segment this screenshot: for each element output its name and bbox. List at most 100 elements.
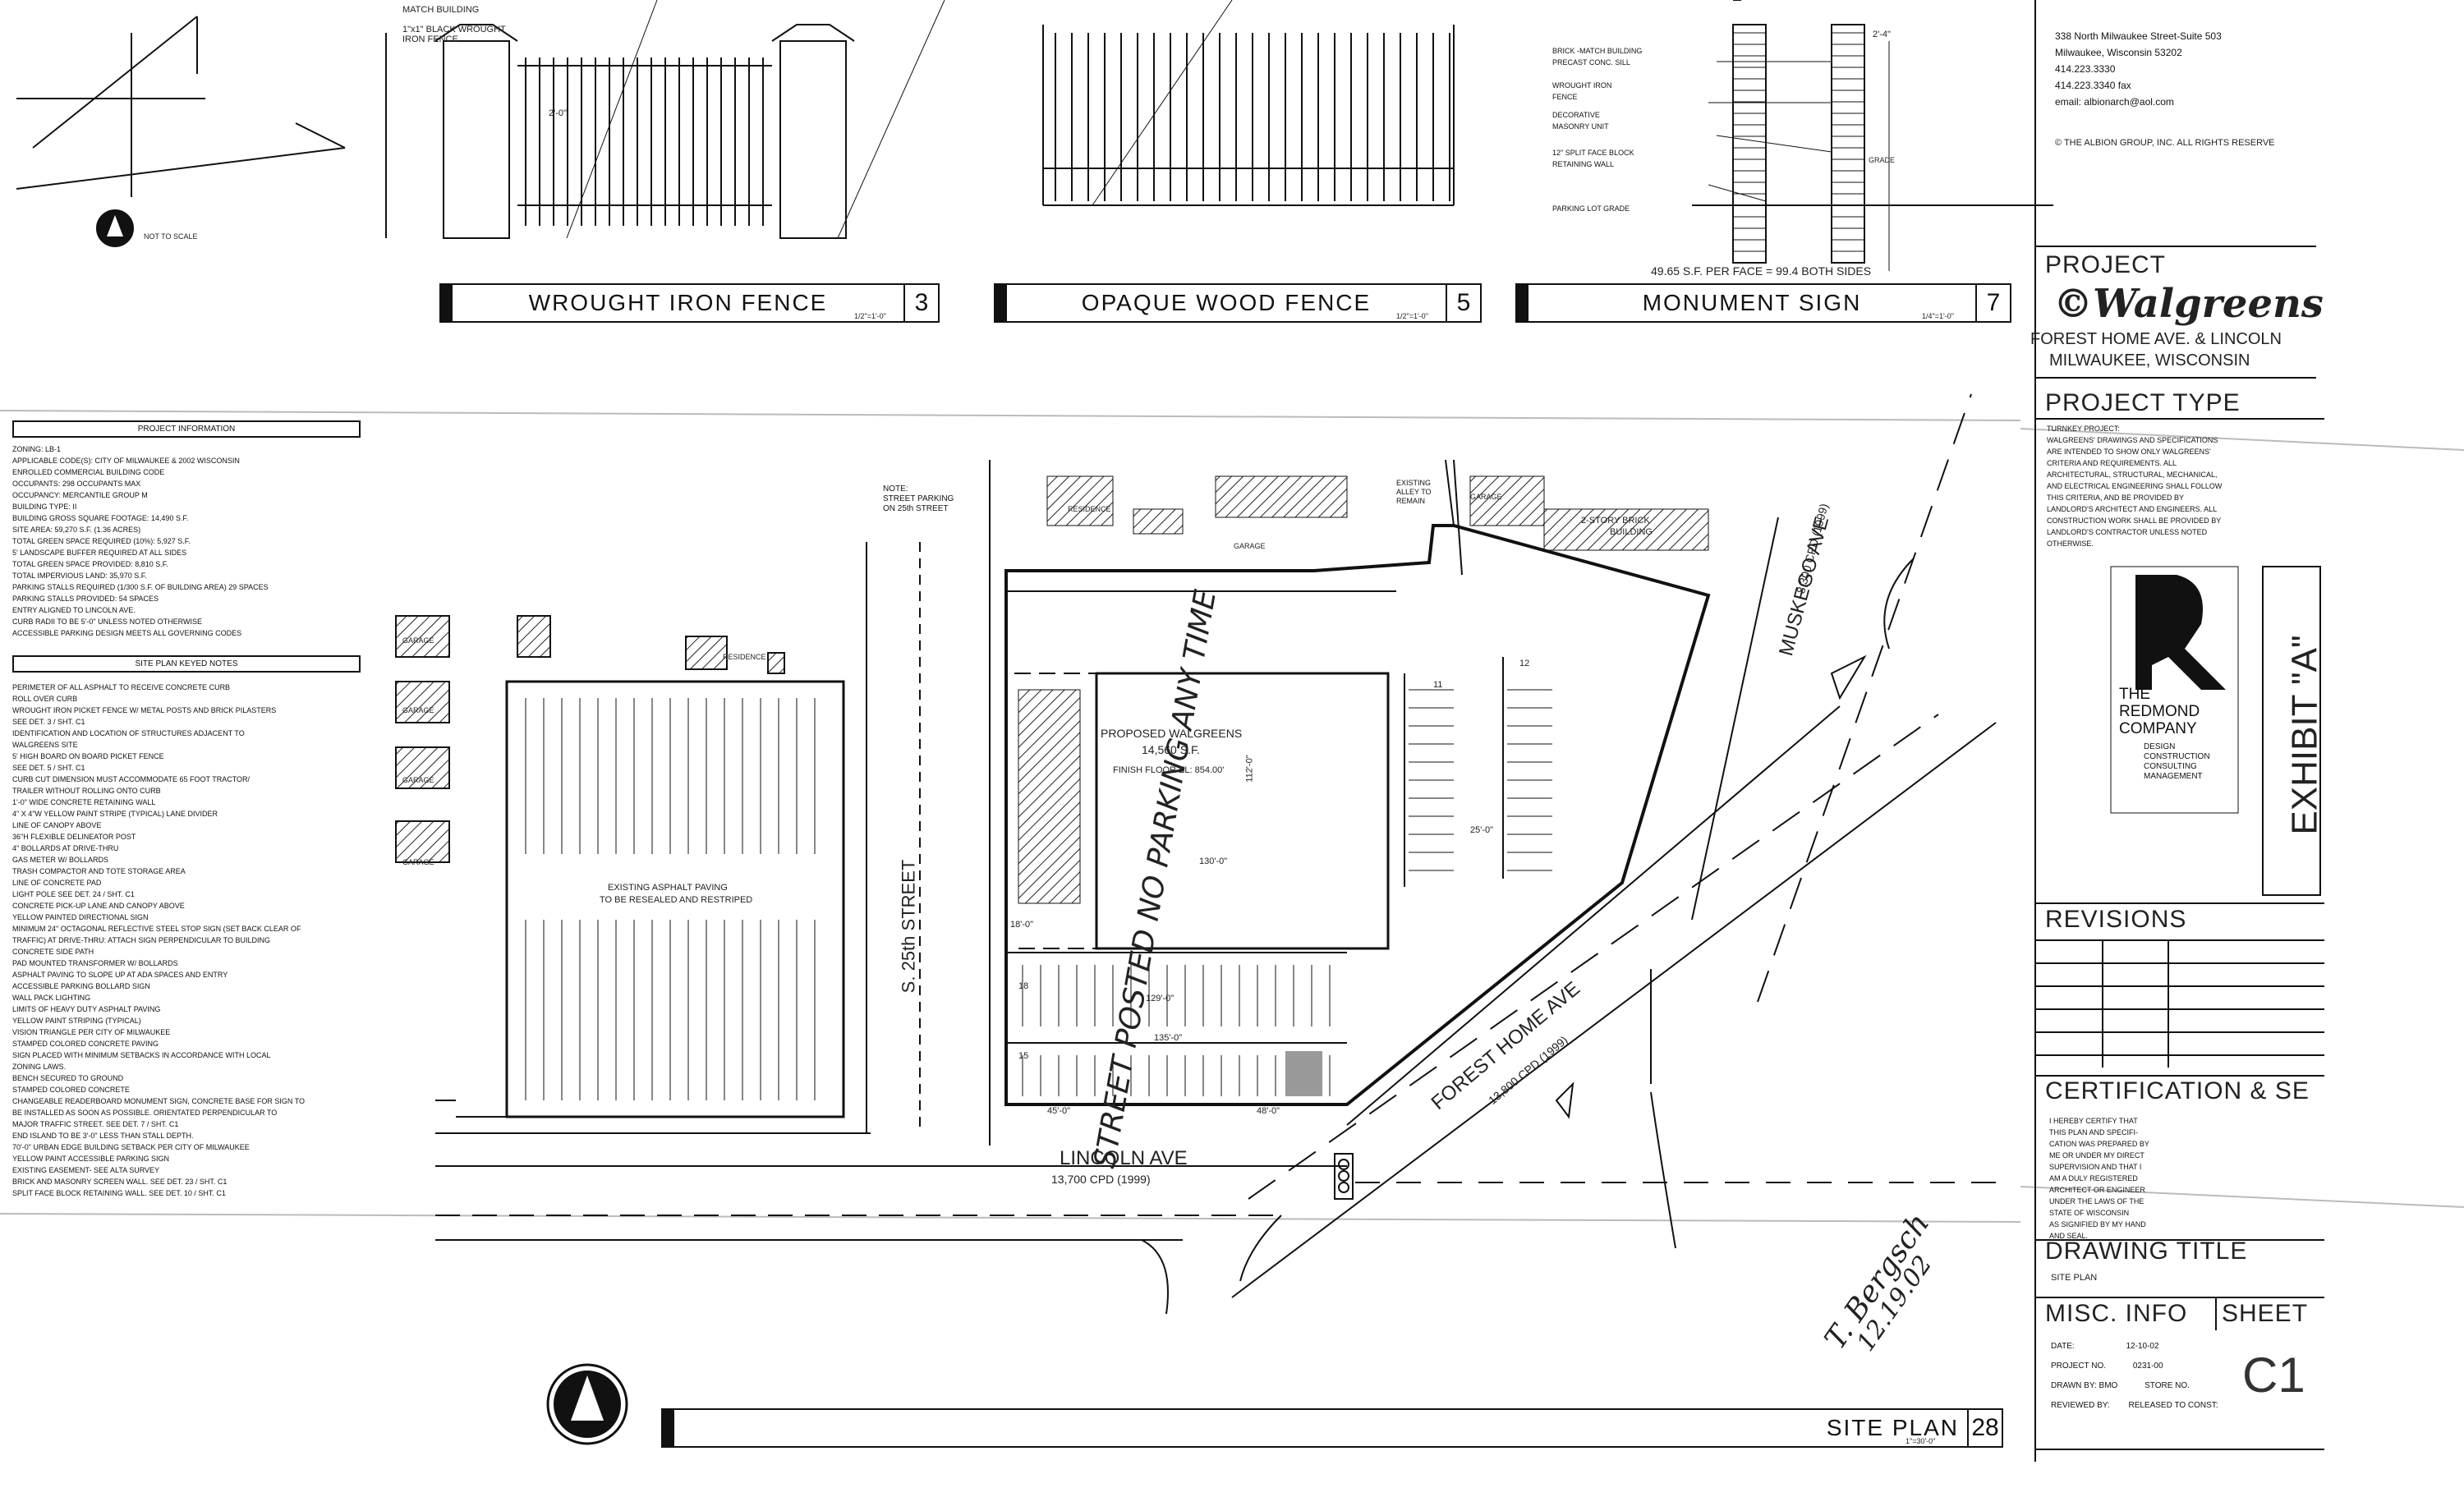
- garage-label-3: GARAGE: [402, 636, 434, 645]
- strip-bar: [1517, 285, 1529, 321]
- note-line: 4" BOLLARDS AT DRIVE-THRU: [12, 844, 119, 852]
- walgreens-logo: ©Walgreens: [2053, 281, 2324, 327]
- exhibit-label: EXHIBIT "A": [2284, 635, 2325, 835]
- sheet-label: SHEET: [2222, 1300, 2309, 1327]
- note-line: STAMPED COLORED CONCRETE: [12, 1086, 130, 1094]
- note-line: BRICK AND MASONRY SCREEN WALL. SEE DET. …: [12, 1178, 228, 1186]
- note-line: LIGHT POLE SEE DET. 24 / SHT. C1: [12, 890, 135, 898]
- note-line: BE INSTALLED AS SOON AS POSSIBLE. ORIENT…: [12, 1109, 278, 1117]
- monument-note: PARKING LOT GRADE: [1552, 204, 1630, 213]
- project-label: PROJECT: [2045, 251, 2167, 278]
- garage-label-4: GARAGE: [402, 706, 434, 714]
- certification-text: I HEREBY CERTIFY THAT THIS PLAN AND SPEC…: [2049, 1115, 2149, 1242]
- note-line: SIGN PLACED WITH MINIMUM SETBACKS IN ACC…: [12, 1051, 271, 1059]
- project-type-line: ARE INTENDED TO SHOW ONLY WALGREENS': [2047, 448, 2211, 456]
- project-type-line: AND ELECTRICAL ENGINEERING SHALL FOLLOW: [2047, 482, 2223, 490]
- strip-bar: [441, 285, 453, 321]
- cert-line: CATION WAS PREPARED BY: [2049, 1140, 2149, 1148]
- site-plan-title: SITE PLAN: [1826, 1415, 1959, 1440]
- sheet-number: C1: [2242, 1348, 2305, 1403]
- note-line: PAD MOUNTED TRANSFORMER W/ BOLLARDS: [12, 959, 178, 967]
- project-no-key: PROJECT NO.: [2051, 1362, 2107, 1371]
- cert-line: AS SIGNIFIED BY MY HAND: [2049, 1220, 2146, 1228]
- building-sf: 14,560 S.F.: [1142, 743, 1200, 756]
- note-line: PARKING STALLS PROVIDED: 54 SPACES: [12, 595, 159, 603]
- stall-11: 11: [1433, 680, 1443, 690]
- reviewed-by-key: REVIEWED BY:: [2051, 1401, 2110, 1410]
- project-type-line: CONSTRUCTION WORK SHALL BE PROVIDED BY: [2047, 517, 2222, 525]
- site-plan-number: 28: [1967, 1410, 2002, 1446]
- dim-45: 45'-0": [1047, 1106, 1071, 1116]
- site-plan-scale: 1"=30'-0": [1905, 1437, 1936, 1445]
- project-type-line: WALGREENS' DRAWINGS AND SPECIFICATIONS: [2047, 436, 2218, 444]
- detail-title: WROUGHT IRON FENCE: [528, 290, 828, 315]
- note-line: CONCRETE SIDE PATH: [12, 948, 94, 956]
- redmond-service: CONSULTING: [2144, 762, 2197, 771]
- keyed-notes-list: PERIMETER OF ALL ASPHALT TO RECEIVE CONC…: [12, 682, 305, 1199]
- cert-line: THIS PLAN AND SPECIFI-: [2049, 1128, 2139, 1137]
- note-line: LIMITS OF HEAVY DUTY ASPHALT PAVING: [12, 1005, 161, 1013]
- misc-info-label: MISC. INFO: [2045, 1300, 2188, 1327]
- dim-18: 18'-0": [1010, 920, 1034, 930]
- cert-line: ARCHITECT OR ENGINEER: [2049, 1186, 2145, 1194]
- project-type-line: ARCHITECTURAL, STRUCTURAL, MECHANICAL,: [2047, 471, 2218, 479]
- monument-note: BRICK -MATCH BUILDING: [1552, 47, 1643, 55]
- note-line: 5' HIGH BOARD ON BOARD PICKET FENCE: [12, 752, 164, 760]
- note-line: CONCRETE PICK-UP LANE AND CANOPY ABOVE: [12, 902, 185, 910]
- monument-sf: 49.65 S.F. PER FACE = 99.4 BOTH SIDES: [1651, 264, 1872, 278]
- monument-dim: 2'-4": [1873, 30, 1891, 39]
- note-line: OCCUPANCY: MERCANTILE GROUP M: [12, 491, 148, 499]
- note-line: BUILDING GROSS SQUARE FOOTAGE: 14,490 S.…: [12, 514, 189, 522]
- note-line: ENTRY ALIGNED TO LINCOLN AVE.: [12, 606, 136, 614]
- note-line: TRASH COMPACTOR AND TOTE STORAGE AREA: [12, 867, 186, 875]
- note-line: ACCESSIBLE PARKING BOLLARD SIGN: [12, 982, 150, 990]
- note-line: MAJOR TRAFFIC STREET. SEE DET. 7 / SHT. …: [12, 1120, 179, 1128]
- dim-48: 48'-0": [1257, 1106, 1280, 1116]
- note-line: LINE OF CONCRETE PAD: [12, 879, 102, 887]
- detail-scale: 1/2"=1'-0": [854, 312, 886, 320]
- firm-address-line: 338 North Milwaukee Street-Suite 503: [2055, 30, 2222, 42]
- redmond-line: COMPANY: [2119, 720, 2197, 737]
- note-line: END ISLAND TO BE 3'-0" LESS THAN STALL D…: [12, 1132, 194, 1140]
- monument-note: DECORATIVE: [1552, 111, 1600, 119]
- note-line: APPLICABLE CODE(S): CITY OF MILWAUKEE & …: [12, 457, 240, 465]
- note-line: WALL PACK LIGHTING: [12, 994, 91, 1002]
- detail-strip-wrought-iron: WROUGHT IRON FENCE 3: [439, 283, 940, 323]
- dim-135: 135'-0": [1154, 1033, 1183, 1043]
- cert-line: STATE OF WISCONSIN: [2049, 1209, 2130, 1217]
- note-line: IDENTIFICATION AND LOCATION OF STRUCTURE…: [12, 729, 245, 737]
- note-line: ZONING LAWS.: [12, 1063, 67, 1071]
- note-line: 4" X 4"W YELLOW PAINT STRIPE (TYPICAL) L…: [12, 810, 218, 818]
- finish-floor: FINISH FLOOR EL: 854.00': [1113, 765, 1225, 775]
- redmond-company: THE REDMOND COMPANY DESIGN CONSTRUCTION …: [2119, 686, 2210, 782]
- cert-line: UNDER THE LAWS OF THE: [2049, 1197, 2145, 1205]
- project-address: FOREST HOME AVE. & LINCOLN: [2030, 330, 2282, 348]
- detail-scale: 1/4"=1'-0": [1922, 312, 1954, 320]
- project-type-label: PROJECT TYPE: [2045, 389, 2241, 416]
- revisions-label: REVISIONS: [2045, 906, 2187, 933]
- building-name: PROPOSED WALGREENS: [1101, 727, 1243, 740]
- misc-info-fields: DATE: 12-10-02 PROJECT NO. 0231-00 DRAWN…: [2051, 1337, 2218, 1416]
- project-type-line: THIS CRITERIA, AND BE PROVIDED BY: [2047, 494, 2185, 502]
- firm-phone: 414.223.3330: [2055, 63, 2116, 75]
- cert-line: ME OR UNDER MY DIRECT: [2049, 1151, 2145, 1159]
- note-line: SPLIT FACE BLOCK RETAINING WALL. SEE DET…: [12, 1189, 226, 1197]
- lincoln-cpd: 13,700 CPD (1999): [1051, 1173, 1151, 1186]
- detail-title: MONUMENT SIGN: [1642, 290, 1862, 315]
- strip-bar: [663, 1410, 674, 1446]
- detail-number: 7: [1975, 285, 2010, 321]
- keyed-notes-heading: SITE PLAN KEYED NOTES: [12, 655, 361, 673]
- monument-note: MASONRY UNIT: [1552, 122, 1609, 131]
- project-no-value: 0231-00: [2132, 1362, 2163, 1371]
- project-type-line: CRITERIA AND REQUIREMENTS. ALL: [2047, 459, 2177, 467]
- note-line: SEE DET. 3 / SHT. C1: [12, 718, 85, 726]
- note-line: YELLOW PAINT ACCESSIBLE PARKING SIGN: [12, 1155, 170, 1163]
- fence-note-match: MATCH BUILDING: [402, 5, 480, 15]
- released-label: RELEASED: [2128, 1401, 2172, 1410]
- dim-130: 130'-0": [1199, 856, 1228, 866]
- fence-dim: 2'-0": [549, 108, 567, 118]
- project-info-heading: PROJECT INFORMATION: [12, 420, 361, 438]
- note-line: GAS METER W/ BOLLARDS: [12, 856, 109, 864]
- detail-strip-monument: MONUMENT SIGN 7: [1515, 283, 2011, 323]
